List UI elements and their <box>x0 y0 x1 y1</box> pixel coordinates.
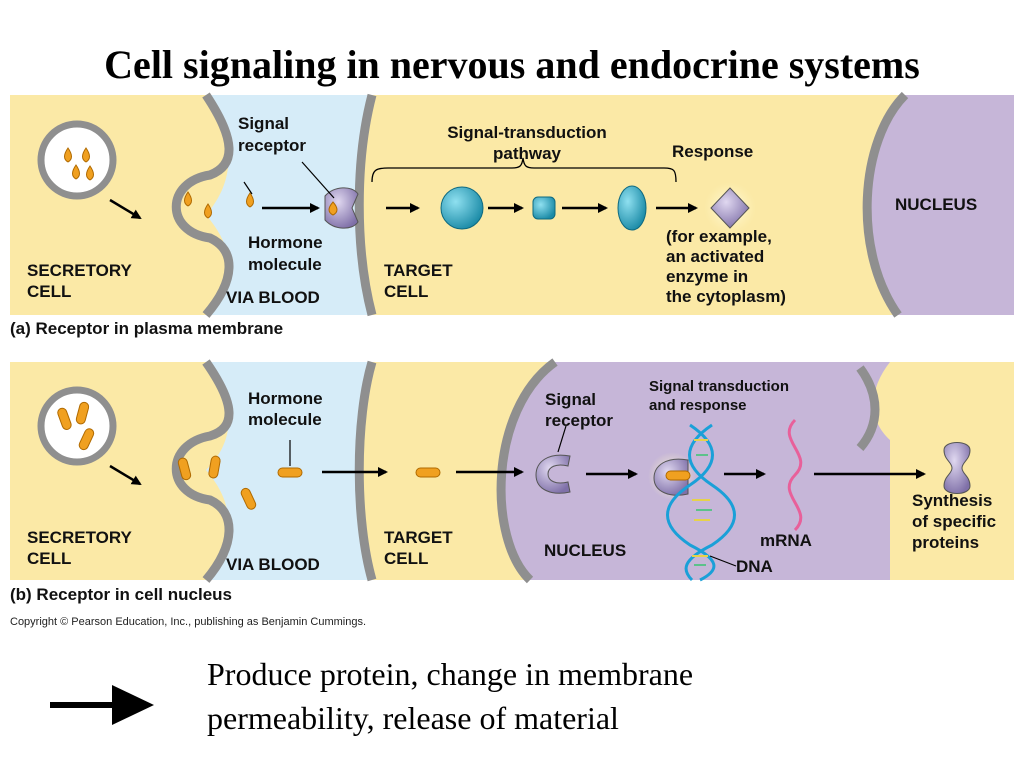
panel-b-secretory-membrane <box>171 359 234 583</box>
panel-b-dna-label: DNA <box>736 557 773 576</box>
panel-a-vesicle-hormones <box>64 147 94 181</box>
panel-b-nuclear-envelope-left <box>496 358 558 584</box>
panel-b-nucleus-label: NUCLEUS <box>544 541 626 560</box>
copyright-notice: Copyright © Pearson Education, Inc., pub… <box>10 616 366 628</box>
panel-a-nucleus <box>867 95 1014 315</box>
panel-a-response-label: Response <box>672 142 753 161</box>
panel-a-via-blood-label: VIA BLOOD <box>226 288 320 307</box>
panel-b-released-hormones <box>177 455 257 510</box>
panel-a-relay-molecule-3 <box>617 185 647 231</box>
panel-b-mrna-label: mRNA <box>760 531 812 550</box>
panel-b-vesicle <box>37 386 117 466</box>
panel-a-relay-molecule-1 <box>440 186 484 230</box>
mrna-strand <box>787 418 803 532</box>
right-arrow-icon <box>50 685 154 725</box>
panel-b-signal-receptor <box>535 454 571 494</box>
panel-b-target-membrane <box>354 360 377 582</box>
panel-a-vesicle <box>37 120 117 200</box>
panel-b-nuclear-envelope-right <box>856 365 880 451</box>
panel-b-cytoplasm-hormone <box>415 467 441 478</box>
dna-helix <box>666 423 736 582</box>
panel-b-dna-leader <box>709 555 737 567</box>
bottom-text: Produce protein, change in membrane perm… <box>207 656 694 736</box>
panel-b-hormone-molecule <box>277 467 303 478</box>
panel-a-exocytosis-arrow <box>109 198 142 220</box>
panel-a-pathway-bracket <box>371 157 677 183</box>
panel-b-receptor-leader <box>557 425 567 453</box>
panel-b-exocytosis-arrow <box>109 464 142 486</box>
panel-a-activated-enzyme <box>710 187 750 229</box>
panel-b-via-blood-label: VIA BLOOD <box>226 555 320 574</box>
panel-a-bound-hormone <box>328 201 338 216</box>
panel-a-relay-molecule-2 <box>532 196 556 220</box>
panel-a-secretory-membrane <box>171 92 234 318</box>
panel-a-released-hormones <box>184 191 254 219</box>
panel-a-caption: (a) Receptor in plasma membrane <box>10 319 283 338</box>
panel-a-nuclear-envelope <box>862 91 909 318</box>
panel-b-vesicle-hormones <box>57 401 95 451</box>
panel-b-caption: (b) Receptor in cell nucleus <box>10 585 232 604</box>
panel-a-receptor-leader <box>301 161 335 199</box>
panel-a-hormone-leader <box>243 181 253 195</box>
panel-a-blood-region <box>206 95 372 315</box>
slide-title: Cell signaling in nervous and endocrine … <box>104 42 920 87</box>
panel-b-bound-hormone <box>665 470 691 481</box>
panel-a-nucleus-label: NUCLEUS <box>895 195 977 214</box>
panel-a-target-membrane <box>354 93 377 317</box>
synthesized-protein <box>943 442 971 494</box>
